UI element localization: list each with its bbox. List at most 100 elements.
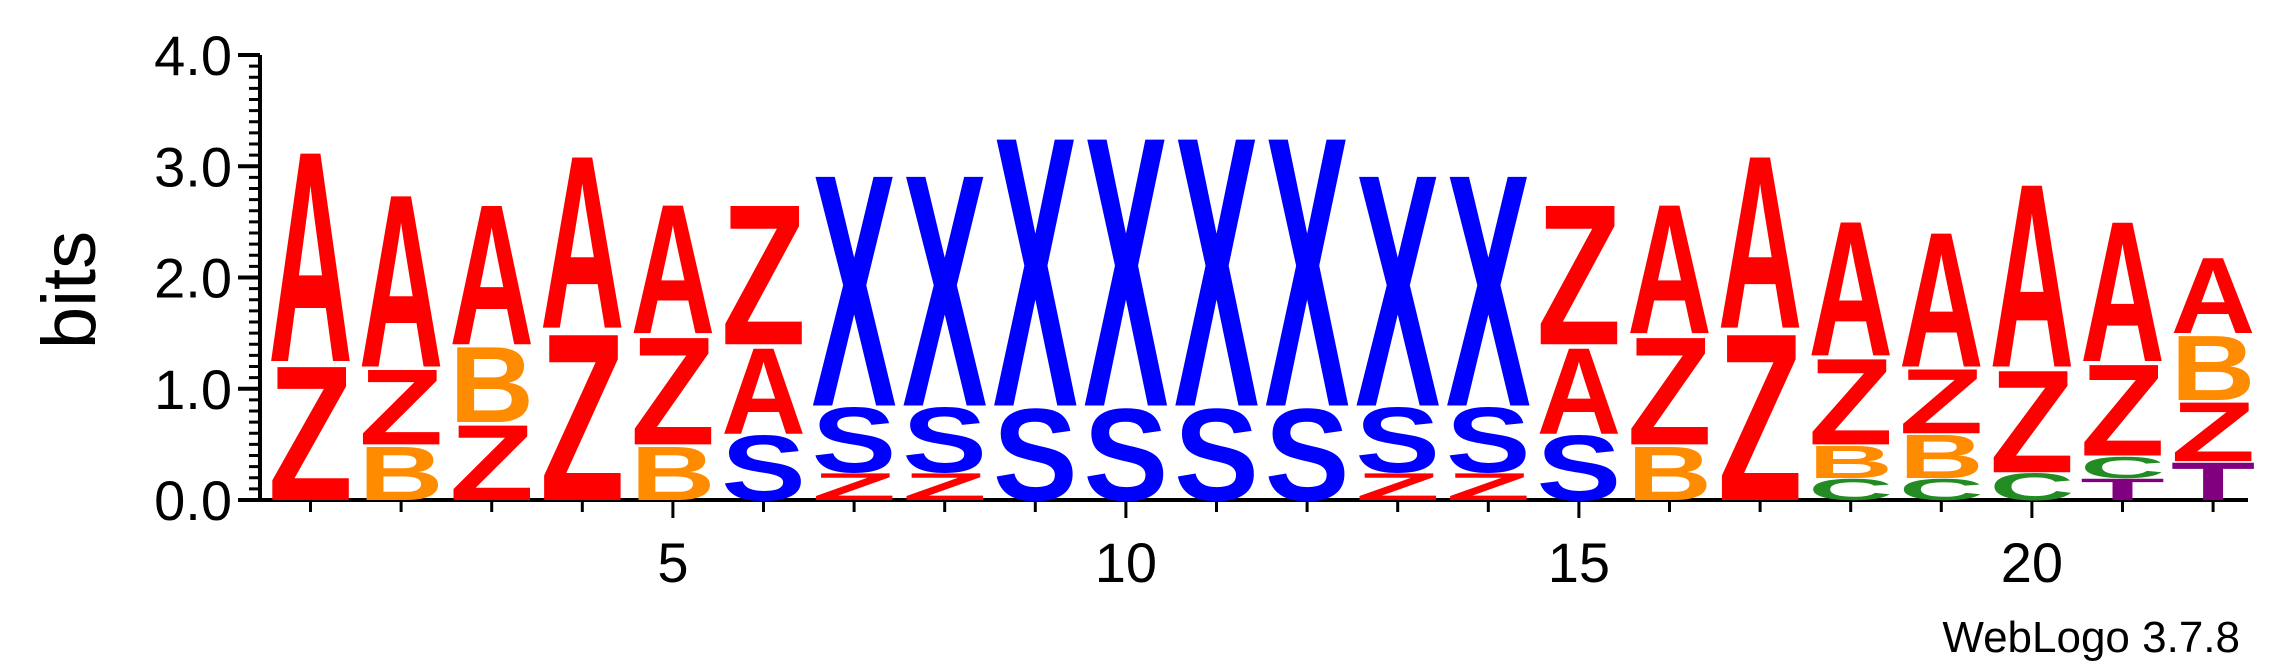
logo-letter-Z: Z [2171,385,2256,480]
logo-letter-Z: Z [1990,341,2075,505]
logo-letter-Z: Z [359,348,444,468]
logo-stack-17: ZA [1718,104,1803,552]
logo-letter-S: S [812,388,897,492]
logo-stack-16: BZA [1627,166,1712,517]
logo-letter-T: T [2080,472,2165,506]
logo-letter-Z: Z [721,163,806,388]
logo-letter-A: A [721,321,806,460]
logo-letter-Z: Z [812,465,897,508]
logo-stack-14: ZSX [1446,106,1531,509]
logo-stack-1: ZA [268,89,353,541]
logo-letter-X: X [1446,106,1531,477]
logo-stack-8: ZSX [902,106,987,509]
logo-letter-S: S [1084,382,1169,528]
logo-letter-Z: Z [1537,163,1622,388]
logo-letter-A: A [2171,235,2256,356]
logo-letter-S: S [1265,382,1350,528]
logo-letter-Z: Z [902,465,987,508]
logo-letter-A: A [1537,321,1622,460]
logo-letter-C: C [1899,472,1984,507]
logo-letter-Z: Z [1446,465,1531,508]
y-axis: 0.0 1.0 2.0 3.0 4.0 [154,24,262,532]
logo-stack-12: SX [1265,56,1350,528]
logo-stack-4: ZA [540,104,625,552]
logo-letter-S: S [721,416,806,520]
logo-stack-9: SX [993,56,1078,528]
logo-letter-X: X [902,106,987,477]
logo-letter-Z: Z [1355,465,1440,508]
x-tick-label: 15 [1548,531,1610,594]
logo-letter-B: B [1899,422,1984,491]
logo-letter-A: A [268,89,353,425]
x-tick-label: 20 [2001,531,2063,594]
logo-letter-A: A [1627,166,1712,373]
logo-letter-B: B [2171,317,2256,421]
logo-stack-7: ZSX [812,106,897,509]
logo-letter-S: S [1446,388,1531,492]
logo-letter-A: A [631,166,716,373]
logo-stack-15: SAZ [1537,163,1622,520]
logo-letter-A: A [1808,180,1893,396]
y-tick-label: 1.0 [154,358,232,421]
logo-letter-Z: Z [631,305,716,478]
y-axis-label: bits [27,231,112,349]
logo-letter-Z: Z [1627,305,1712,478]
logo-letter-B: B [359,431,444,517]
logo-letter-A: A [1899,191,1984,407]
logo-letter-C: C [2080,450,2165,485]
logo-letter-S: S [1537,416,1622,520]
logo-letter-Z: Z [540,285,625,552]
logo-stack-13: ZSX [1355,106,1440,509]
logo-stack-20: CZA [1990,130,2075,508]
logo-stack-10: SX [1084,56,1169,528]
x-axis: 5 10 15 20 [260,498,2248,594]
logo-stack-2: BZA [359,143,444,517]
x-tick-label: 10 [1095,531,1157,594]
logo-letter-A: A [2080,179,2165,404]
y-tick-label: 3.0 [154,135,232,198]
y-tick-label: 2.0 [154,247,232,310]
logo-letter-Z: Z [1899,349,1984,453]
logo-letter-A: A [1990,130,2075,423]
logo-letter-A: A [359,143,444,419]
logo-stack-6: SAZ [721,163,806,520]
logo-letter-X: X [1265,56,1350,487]
y-tick-label: 4.0 [154,24,232,87]
y-tick-label: 0.0 [154,469,232,532]
logo-letter-X: X [993,56,1078,487]
logo-letter-T: T [2171,452,2256,512]
logo-letter-Z: Z [1718,285,1803,552]
logo-stack-11: SX [1174,56,1259,528]
weblogo-credit: WebLogo 3.7.8 [1942,613,2240,662]
logo-letter-X: X [1084,56,1169,487]
logo-letter-X: X [1355,106,1440,477]
logo-letter-B: B [631,431,716,517]
logo-stack-5: BZA [631,166,716,517]
logo-letter-Z: Z [449,403,534,523]
logo-letter-B: B [1627,431,1712,517]
logo-letter-C: C [1990,465,2075,508]
logo-letter-A: A [449,162,534,387]
logo-letter-B: B [449,324,534,445]
logo-letter-S: S [1355,388,1440,492]
logo-letter-S: S [902,388,987,492]
logo-letter-S: S [993,382,1078,528]
logo-letter-B: B [1808,436,1893,488]
logo-letter-Z: Z [2080,337,2165,484]
logo-letter-A: A [540,104,625,380]
logo-letter-C: C [1808,472,1893,507]
logo-letter-X: X [812,106,897,477]
logo-letter-Z: Z [268,325,353,541]
logo-letter-X: X [1174,56,1259,487]
logo-letter-S: S [1174,382,1259,528]
x-tick-label: 5 [657,531,688,594]
logo-stack-3: ZBA [449,162,534,523]
logo-letter-A: A [1718,104,1803,380]
logo-letter-Z: Z [1808,332,1893,470]
